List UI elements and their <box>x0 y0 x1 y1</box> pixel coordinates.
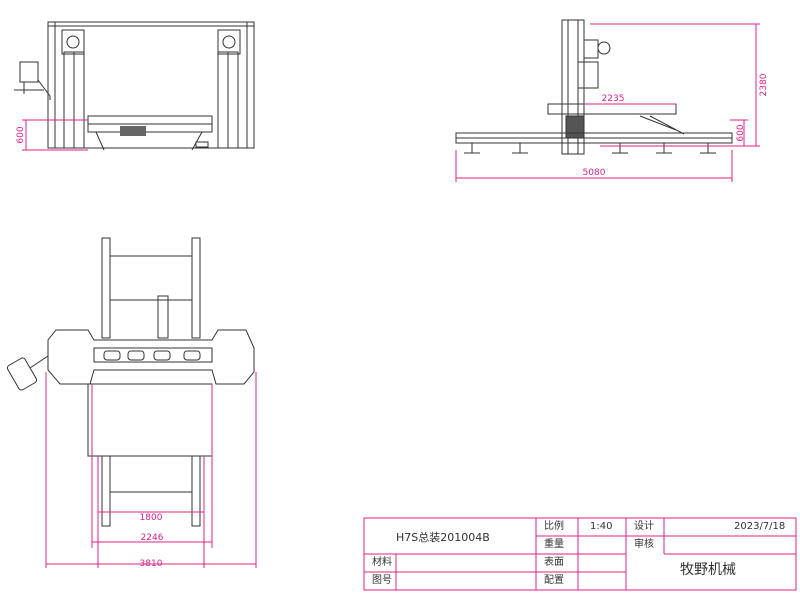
front-height-dimension <box>22 119 88 151</box>
plan-dimensions <box>45 372 257 568</box>
front-view <box>14 21 255 151</box>
drawing-no-label: 图号 <box>372 575 392 586</box>
config-label: 配置 <box>544 575 564 586</box>
left-motor-head <box>61 29 85 55</box>
scale-value: 1:40 <box>590 521 613 532</box>
weight-label: 重量 <box>544 539 564 550</box>
drawing-name: H7S总装201004B <box>396 531 490 544</box>
front-height-label: 600 <box>16 126 26 143</box>
design-label: 设计 <box>634 521 654 532</box>
material-label: 材料 <box>372 557 392 568</box>
side-dimensions <box>455 23 760 182</box>
side-view <box>455 19 733 155</box>
scale-label: 比例 <box>544 521 564 532</box>
side-length-label: 5080 <box>583 168 606 178</box>
side-height-base-label: 600 <box>736 124 746 141</box>
design-date: 2023/7/18 <box>734 521 786 532</box>
plan-total-width-label: 3810 <box>140 559 163 569</box>
side-motor <box>583 39 599 59</box>
title-block-frame <box>363 517 797 591</box>
side-height-total-label: 2380 <box>759 73 769 96</box>
review-label: 审核 <box>634 539 654 550</box>
company-name: 牧野机械 <box>680 562 736 578</box>
monitor <box>19 61 39 83</box>
side-depth-label: 2235 <box>602 94 625 104</box>
plan-inner-width-label: 1800 <box>140 513 163 523</box>
plan-mid-width-label: 2246 <box>141 533 164 543</box>
plan-monitor <box>6 357 38 391</box>
right-motor-head <box>217 29 241 55</box>
plan-view <box>6 237 255 527</box>
surface-label: 表面 <box>544 557 564 568</box>
